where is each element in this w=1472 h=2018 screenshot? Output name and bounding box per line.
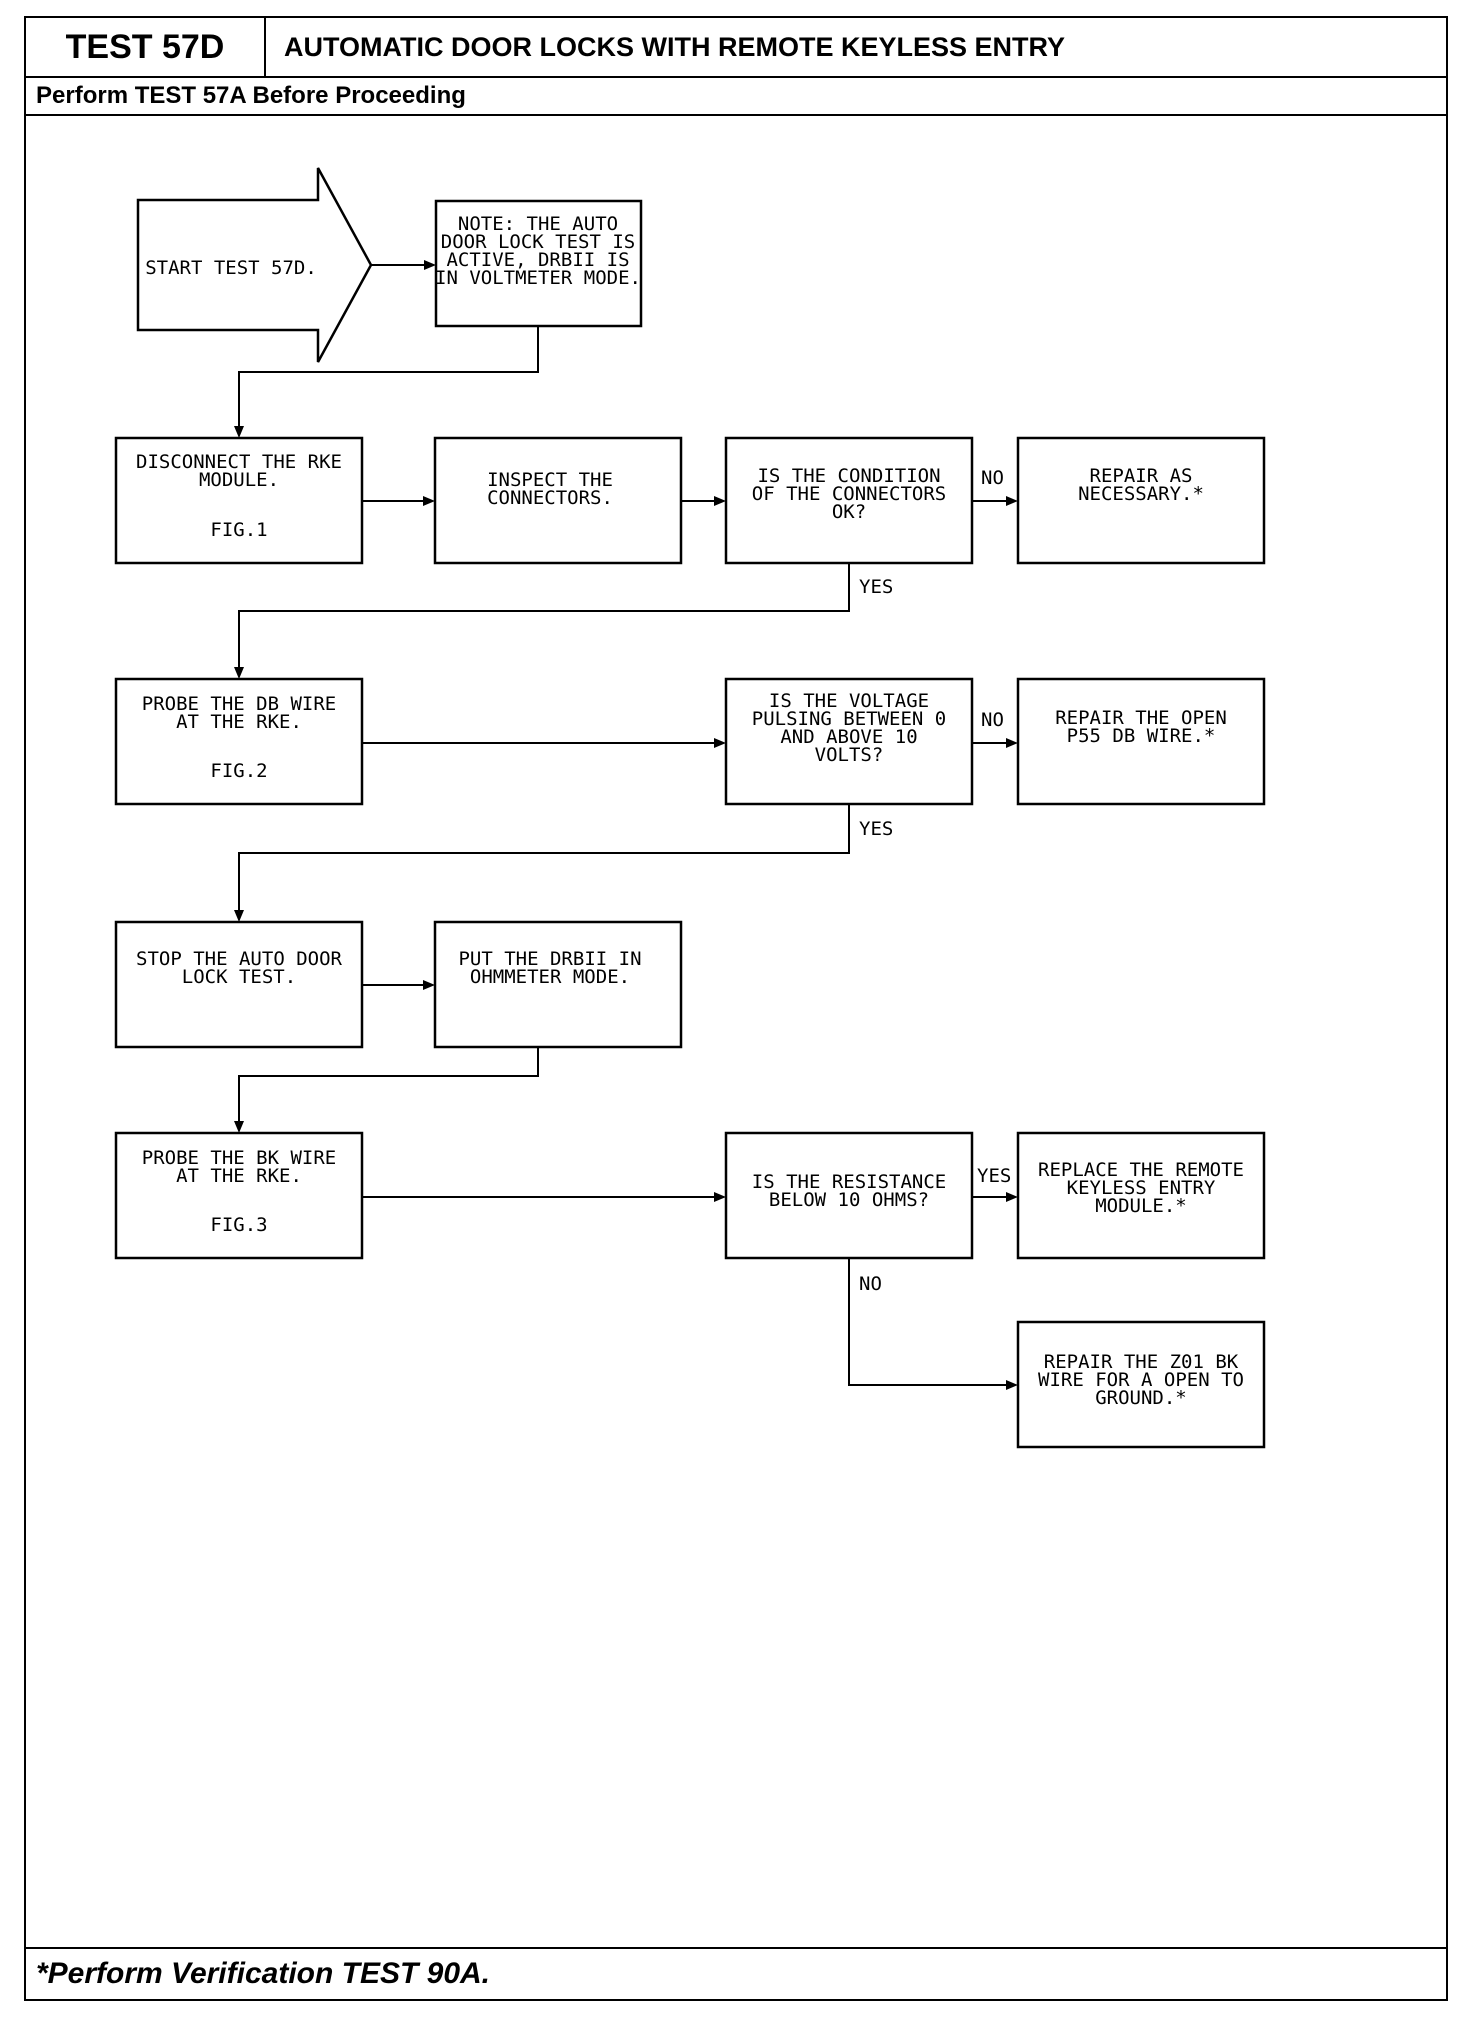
repair-line: REPAIR AS xyxy=(1090,465,1193,487)
disconnect-line: MODULE. xyxy=(199,469,279,491)
question-line: IS THE CONDITION xyxy=(757,465,940,487)
replace-line: REPLACE THE REMOTE xyxy=(1038,1159,1244,1181)
repair-line: GROUND.* xyxy=(1095,1387,1187,1409)
test-title: AUTOMATIC DOOR LOCKS WITH REMOTE KEYLESS… xyxy=(266,18,1446,78)
replace-line: KEYLESS ENTRY xyxy=(1067,1177,1216,1199)
flowchart: START TEST 57D. NOTE: THE AUTO DOOR LOCK… xyxy=(114,167,1266,1449)
yes-label: YES xyxy=(859,818,893,840)
question-line: OK? xyxy=(832,501,866,523)
yes-label: YES xyxy=(977,1165,1011,1187)
repair-line: REPAIR THE OPEN xyxy=(1055,707,1227,729)
probe-db-line: AT THE RKE. xyxy=(176,711,302,733)
repair-connectors-box xyxy=(1016,436,1266,565)
stop-test-line: LOCK TEST. xyxy=(182,966,296,988)
fig-3-label: FIG.3 xyxy=(210,1214,267,1236)
probe-bk-line: AT THE RKE. xyxy=(176,1165,302,1187)
replace-line: MODULE.* xyxy=(1095,1195,1187,1217)
note-box xyxy=(434,199,643,328)
start-label: START TEST 57D. xyxy=(145,257,317,279)
probe-db-box xyxy=(114,677,364,806)
question-line: VOLTS? xyxy=(815,744,884,766)
test-id: TEST 57D xyxy=(26,18,266,78)
disconnect-box xyxy=(114,436,364,565)
repair-bk-box xyxy=(1016,1320,1266,1449)
ohmmeter-line: PUT THE DRBII IN xyxy=(458,948,641,970)
note-line: DOOR LOCK TEST IS xyxy=(441,231,635,253)
repair-line: REPAIR THE Z01 BK xyxy=(1044,1351,1239,1373)
disconnect-line: DISCONNECT THE RKE xyxy=(136,451,342,473)
question-connectors-box xyxy=(724,436,974,565)
no-label: NO xyxy=(981,709,1004,731)
repair-line: NECESSARY.* xyxy=(1078,483,1204,505)
question-line: OF THE CONNECTORS xyxy=(752,483,946,505)
question-line: AND ABOVE 10 xyxy=(780,726,917,748)
ohmmeter-line: OHMMETER MODE. xyxy=(470,966,630,988)
ohmmeter-box xyxy=(433,920,683,1049)
replace-rke-box xyxy=(1016,1131,1266,1260)
note-line: NOTE: THE AUTO xyxy=(458,213,618,235)
verification-note: *Perform Verification TEST 90A. xyxy=(26,1947,1446,1999)
inspect-line: INSPECT THE xyxy=(487,469,613,491)
question-line: IS THE VOLTAGE xyxy=(769,690,929,712)
repair-line: P55 DB WIRE.* xyxy=(1067,725,1216,747)
inspect-line: CONNECTORS. xyxy=(487,487,613,509)
note-line: IN VOLTMETER MODE. xyxy=(435,267,641,289)
probe-db-line: PROBE THE DB WIRE xyxy=(142,693,336,715)
start-arrow-shape xyxy=(136,167,373,363)
no-label: NO xyxy=(981,467,1004,489)
question-line: PULSING BETWEEN 0 xyxy=(752,708,946,730)
question-resistance-box xyxy=(724,1131,974,1260)
note-line: ACTIVE, DRBII IS xyxy=(446,249,629,271)
stop-test-line: STOP THE AUTO DOOR xyxy=(136,948,342,970)
question-line: BELOW 10 OHMS? xyxy=(769,1189,929,1211)
repair-line: WIRE FOR A OPEN TO xyxy=(1038,1369,1244,1391)
prerequisite-note: Perform TEST 57A Before Proceeding xyxy=(26,78,1446,116)
yes-label: YES xyxy=(859,576,893,598)
probe-bk-line: PROBE THE BK WIRE xyxy=(142,1147,336,1169)
fig-1-label: FIG.1 xyxy=(210,519,267,541)
no-label: NO xyxy=(859,1273,882,1295)
diagnostic-page: TEST 57D AUTOMATIC DOOR LOCKS WITH REMOT… xyxy=(24,16,1448,2001)
stop-test-box xyxy=(114,920,364,1049)
question-line: IS THE RESISTANCE xyxy=(752,1171,946,1193)
probe-bk-box xyxy=(114,1131,364,1260)
fig-2-label: FIG.2 xyxy=(210,760,267,782)
repair-db-box xyxy=(1016,677,1266,806)
